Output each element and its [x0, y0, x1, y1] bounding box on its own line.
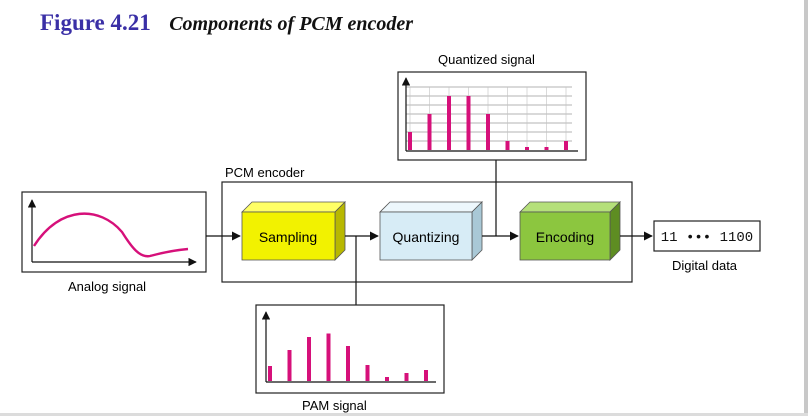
quantized-sample-bar — [564, 141, 568, 150]
pam-sample-bar — [326, 333, 331, 381]
quantized-sample-bar — [505, 141, 510, 150]
right-edge-shadow — [804, 0, 808, 416]
pam-signal-label: PAM signal — [302, 398, 367, 413]
pam-sample-bar — [268, 366, 272, 381]
figure-title: Figure 4.21 Components of PCM encoder — [40, 10, 413, 40]
quantized-sample-bar — [427, 114, 432, 150]
quantized-sample-bar — [447, 96, 451, 150]
pam-sample-bar — [404, 373, 409, 381]
pam-sample-bar — [307, 337, 311, 381]
quantized-signal-panel — [397, 71, 587, 161]
analog-waveform — [32, 212, 189, 258]
quantized-sample-bar — [486, 114, 490, 150]
encoding-label: Encoding — [536, 229, 594, 245]
pcm-encoder-label: PCM encoder — [225, 165, 305, 180]
bottom-edge-shadow — [0, 413, 808, 416]
pam-signal-panel — [255, 304, 445, 394]
quantizing-label: Quantizing — [393, 229, 460, 245]
encoding-block: Encoding — [519, 201, 621, 261]
figure-caption: Components of PCM encoder — [169, 13, 414, 35]
quantized-sample-bar — [408, 132, 412, 150]
pam-sample-bar — [346, 346, 350, 381]
analog-signal-panel — [21, 191, 207, 273]
digital-output-box — [653, 220, 761, 252]
quantizing-block: Quantizing — [379, 201, 483, 261]
quantized-sample-bar — [466, 96, 471, 150]
quantized-sample-bar — [544, 147, 549, 150]
analog-signal-label: Analog signal — [68, 279, 146, 294]
pam-sample-bar — [424, 370, 428, 381]
quantized-signal-label: Quantized signal — [438, 52, 535, 67]
pam-sample-bar — [385, 377, 389, 381]
figure-number: Figure 4.21 — [40, 10, 151, 35]
pam-sample-bar — [287, 350, 292, 381]
pam-sample-bar — [365, 365, 370, 381]
digital-output-bits: 11 ••• 1100 — [661, 230, 753, 246]
quantized-sample-bar — [525, 147, 529, 150]
pcm-encoder-box — [221, 181, 633, 283]
quantized-bars — [408, 96, 568, 150]
pam-bars — [268, 333, 428, 381]
sampling-label: Sampling — [259, 229, 317, 245]
sampling-block: Sampling — [241, 201, 346, 261]
digital-data-label: Digital data — [672, 258, 738, 273]
